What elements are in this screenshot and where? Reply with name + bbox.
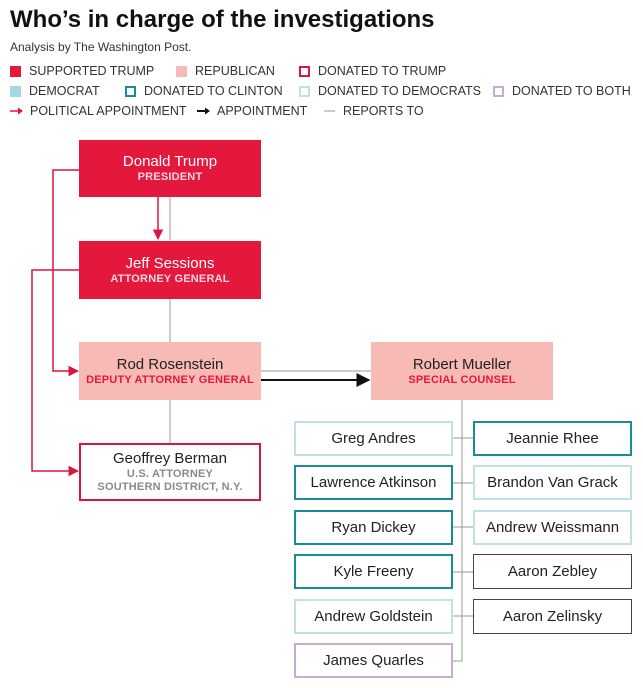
- legend-republican: REPUBLICAN: [176, 64, 275, 78]
- legend-reports-to: REPORTS TO: [323, 104, 424, 118]
- node-donald-trump: Donald Trump PRESIDENT: [79, 140, 261, 197]
- red-arrow-icon: [10, 107, 23, 115]
- legend-political-appointment: POLITICAL APPOINTMENT: [10, 104, 187, 118]
- legend-donated-to-democrats: DONATED TO DEMOCRATS: [299, 84, 481, 98]
- node-robert-mueller: Robert Mueller SPECIAL COUNSEL: [371, 342, 553, 400]
- legend-donated-to-trump: DONATED TO TRUMP: [299, 64, 446, 78]
- legend-donated-to-clinton: DONATED TO CLINTON: [125, 84, 283, 98]
- page-title: Who’s in charge of the investigations: [10, 6, 435, 33]
- legend-appointment: APPOINTMENT: [197, 104, 307, 118]
- legend-donated-to-both: DONATED TO BOTH: [493, 84, 631, 98]
- team-member-lawrence-atkinson: Lawrence Atkinson: [294, 465, 453, 500]
- legend-swatch-donated-to-clinton: [125, 85, 136, 97]
- legend-swatch-democrat: [10, 85, 21, 97]
- page-subtitle: Analysis by The Washington Post.: [10, 40, 192, 54]
- team-member-brandon-van-grack: Brandon Van Grack: [473, 465, 632, 500]
- node-geoffrey-berman: Geoffrey Berman U.S. ATTORNEY SOUTHERN D…: [79, 443, 261, 501]
- legend-swatch-republican: [176, 65, 187, 77]
- team-member-jeannie-rhee: Jeannie Rhee: [473, 421, 632, 456]
- legend-swatch-donated-to-trump: [299, 65, 310, 77]
- black-arrow-icon: [197, 107, 210, 115]
- legend-swatch-donated-to-democrats: [299, 85, 310, 97]
- team-member-ryan-dickey: Ryan Dickey: [294, 510, 453, 545]
- reports-line-icon: [324, 110, 335, 112]
- team-member-greg-andres: Greg Andres: [294, 421, 453, 456]
- political-appointment-sessions-berman: [31, 269, 80, 477]
- team-member-aaron-zebley: Aaron Zebley: [473, 554, 632, 589]
- legend-democrat: DEMOCRAT: [10, 84, 100, 98]
- legend-swatch-supported-trump: [10, 65, 21, 77]
- legend-swatch-donated-to-both: [493, 85, 504, 97]
- legend-supported-trump: SUPPORTED TRUMP: [10, 64, 154, 78]
- node-jeff-sessions: Jeff Sessions ATTORNEY GENERAL: [79, 241, 261, 299]
- node-rod-rosenstein: Rod Rosenstein DEPUTY ATTORNEY GENERAL: [79, 342, 261, 400]
- team-member-andrew-weissmann: Andrew Weissmann: [473, 510, 632, 545]
- team-member-aaron-zelinsky: Aaron Zelinsky: [473, 599, 632, 634]
- team-member-kyle-freeny: Kyle Freeny: [294, 554, 453, 589]
- team-member-james-quarles: James Quarles: [294, 643, 453, 678]
- team-member-andrew-goldstein: Andrew Goldstein: [294, 599, 453, 634]
